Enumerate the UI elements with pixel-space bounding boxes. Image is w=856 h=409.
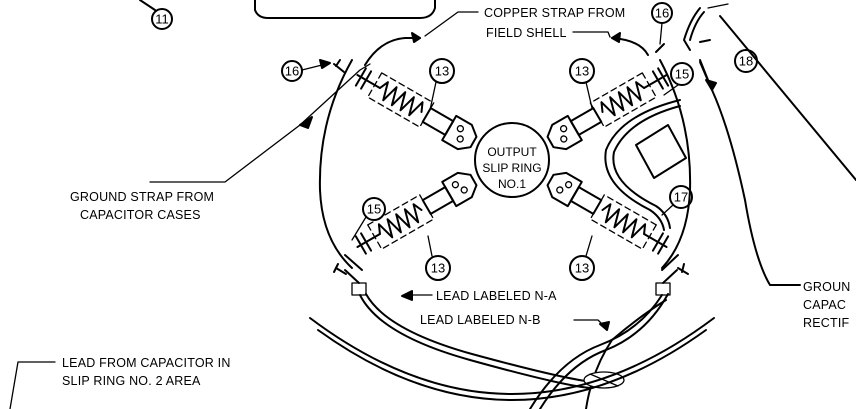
ground-strap-caps-line2: CAPACITOR CASES [80,208,201,222]
callout-13-lr-label: 13 [575,261,589,276]
callout-13-upper-right: 13 [569,58,595,109]
ground-right-line3: RECTIF [803,316,850,330]
callout-11: 11 [139,0,173,30]
callout-13-upper-left: 13 [429,58,455,111]
copper-strap-label-line2: FIELD SHELL [486,26,567,40]
callout-18: 18 [683,3,856,181]
output-slip-ring: OUTPUT SLIP RING NO.1 [474,122,550,198]
outer-arc [309,317,715,401]
lead-na-leader [401,290,433,301]
slip-ring-label-line2: SLIP RING [482,161,541,175]
callout-13-lower-left: 13 [425,235,451,281]
connector-right [655,269,678,296]
lead-nb-label: LEAD LABELED N-B [420,313,541,327]
callout-11-label: 11 [155,12,169,27]
ground-strap-caps-line1: GROUND STRAP FROM [70,190,214,204]
ground-right-line2: CAPAC [803,298,846,312]
callout-15-right: 15 [663,62,694,96]
ground-right-line1: GROUN [803,280,851,294]
lead-na-label: LEAD LABELED N-A [436,289,557,303]
callout-17: 17 [661,185,693,216]
callout-13-ur-label: 13 [575,64,589,79]
lead-cap-leader [9,361,56,409]
callout-13-ul-label: 13 [435,64,449,79]
screw-upper-right [655,43,665,53]
ground-strap-caps-leader [149,63,371,183]
screw-upper-left [333,59,345,73]
lead-cap-line2: SLIP RING NO. 2 AREA [62,374,201,388]
callout-16-right: 16 [651,2,673,45]
callout-18-label: 18 [739,54,753,69]
top-box-outline [254,0,436,19]
strap-17 [604,99,681,231]
screw-lower-left [333,263,347,275]
ground-right-lead [699,59,801,286]
slip-ring-label-line1: OUTPUT [487,145,537,159]
callout-16-right-label: 16 [655,6,669,21]
slip-ring-label-line3: NO.1 [498,177,526,191]
copper-strap-leader [424,11,611,38]
callout-15-right-label: 15 [675,67,689,82]
lead-cap-line1: LEAD FROM CAPACITOR IN [62,356,231,370]
callout-13-lower-right: 13 [569,235,595,281]
callout-13-ll-label: 13 [431,261,445,276]
lead-nb-leader [573,319,610,331]
connector-left [344,269,367,296]
lead-na-wire [359,293,593,389]
cable-tie [583,371,625,389]
rectifier-square [635,124,687,179]
callout-15-left: 15 [351,197,386,241]
callout-16-left: 16 [281,59,331,82]
copper-strap-left [364,32,421,66]
screw-lower-right [677,263,689,275]
copper-strap-right [611,32,649,56]
callout-17-label: 17 [674,190,688,205]
callout-16-left-label: 16 [285,64,299,79]
copper-strap-label-line1: COPPER STRAP FROM [484,6,625,20]
brush-holder-upper-left [349,61,482,156]
callout-15-left-label: 15 [367,202,381,217]
